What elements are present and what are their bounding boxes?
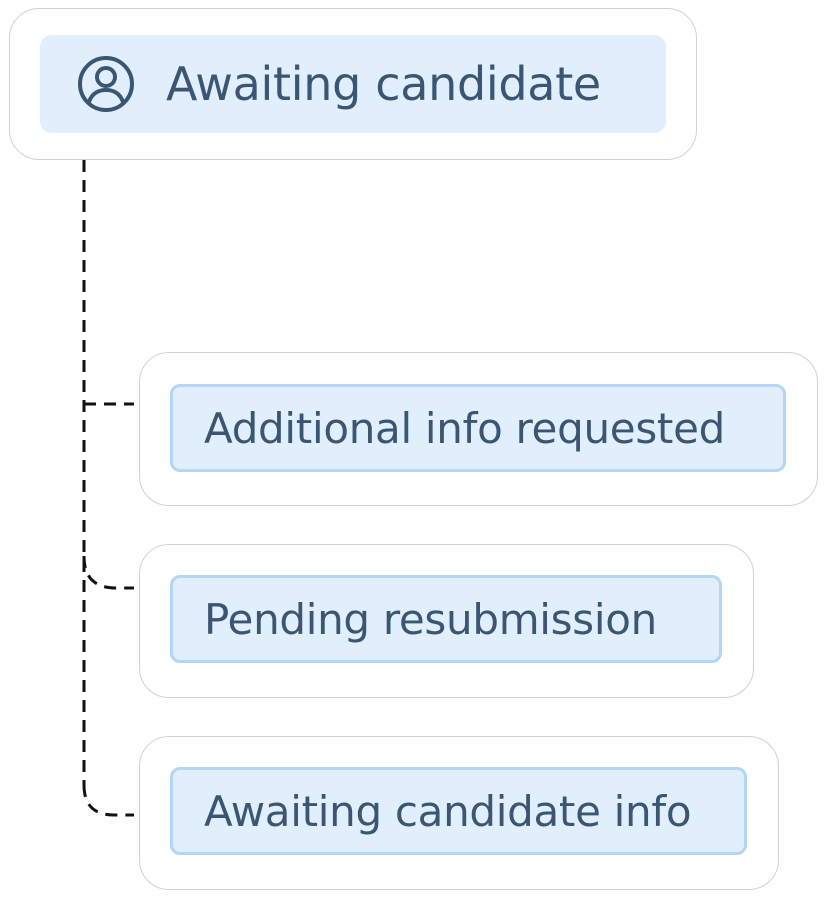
child-node-card-additional-info: Additional info requested: [139, 352, 818, 506]
root-node-card: Awaiting candidate: [9, 8, 697, 160]
awaiting-candidate-info-label: Awaiting candidate info: [204, 786, 692, 836]
root-status-chip[interactable]: Awaiting candidate: [40, 35, 666, 133]
user-circle-icon: [78, 56, 134, 112]
connector-to-pending-resubmission: [82, 555, 134, 590]
child-node-card-pending-resubmission: Pending resubmission: [139, 544, 754, 698]
pending-resubmission-chip[interactable]: Pending resubmission: [170, 575, 722, 663]
root-status-label: Awaiting candidate: [166, 57, 601, 111]
connector-to-awaiting-candidate-info: [82, 784, 134, 817]
pending-resubmission-label: Pending resubmission: [204, 594, 657, 644]
child-node-card-awaiting-candidate-info: Awaiting candidate info: [139, 736, 779, 890]
additional-info-requested-chip[interactable]: Additional info requested: [170, 384, 786, 472]
awaiting-candidate-info-chip[interactable]: Awaiting candidate info: [170, 767, 747, 855]
additional-info-requested-label: Additional info requested: [204, 403, 725, 453]
